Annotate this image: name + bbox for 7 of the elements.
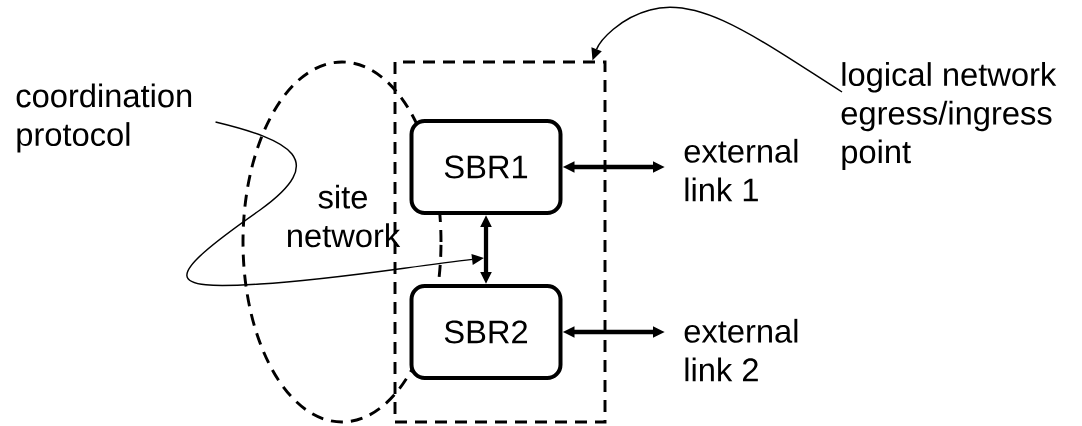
router-box: SBR1	[409, 119, 563, 215]
router-box: SBR2	[409, 284, 563, 380]
link-label: external link 1	[684, 138, 798, 202]
link-label: external link 2	[684, 318, 798, 382]
protocol-label: coordination protocol	[16, 83, 192, 153]
curved-arrow	[591, 6, 843, 93]
point-label: logical network egress/ingress point	[841, 62, 1057, 170]
